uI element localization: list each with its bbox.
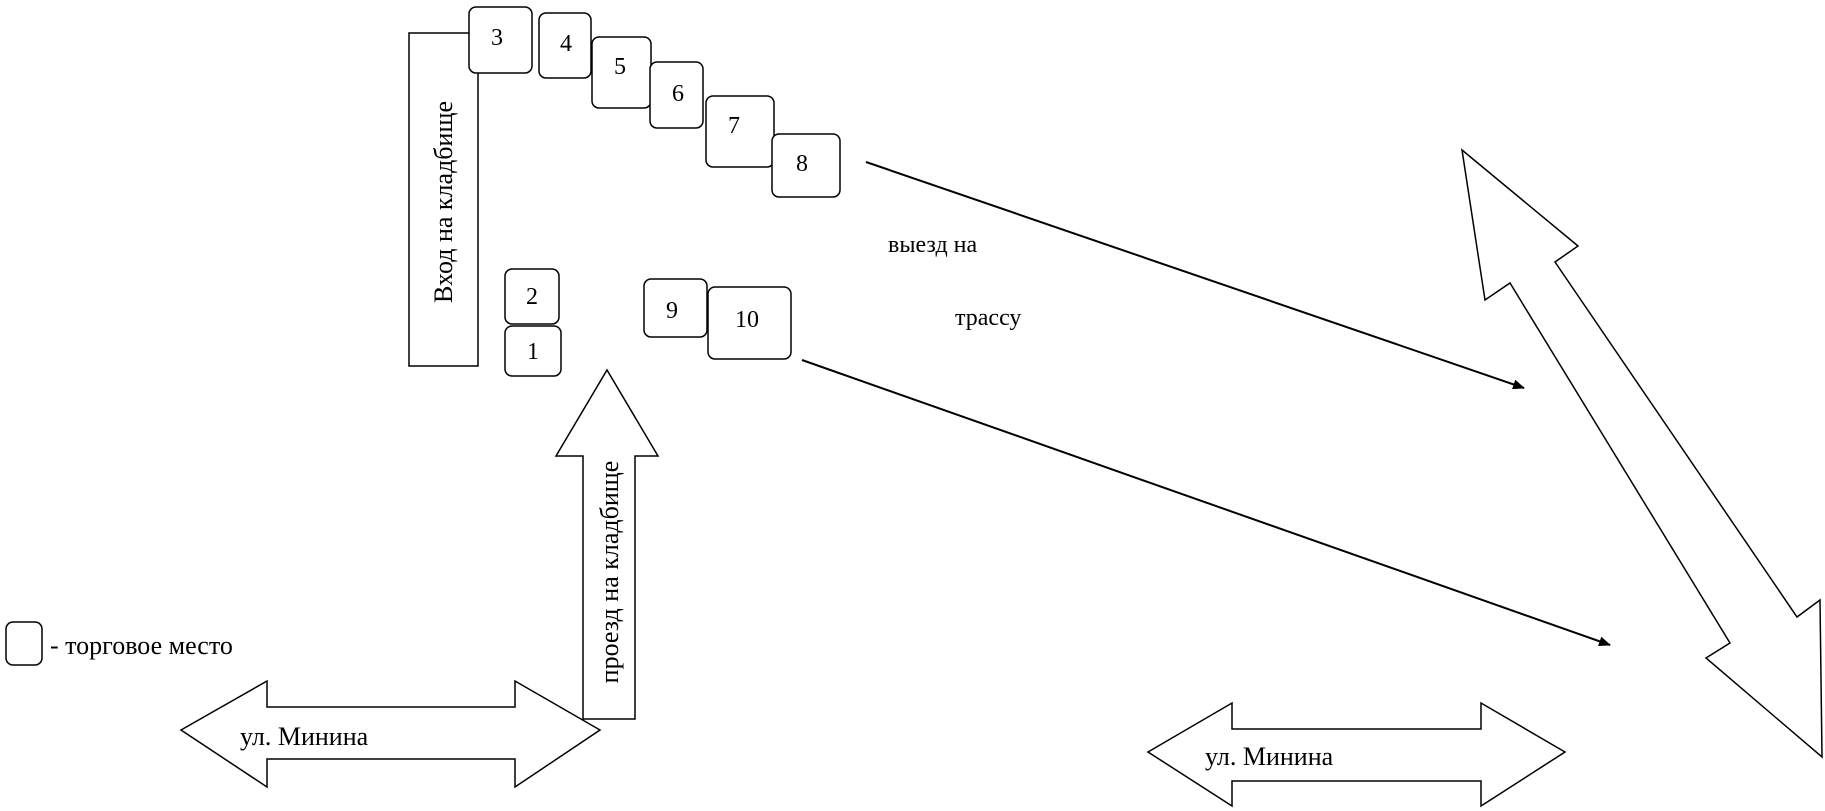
stall-number: 4 (560, 31, 572, 57)
stall-number: 8 (796, 151, 808, 177)
stall-number: 3 (491, 25, 503, 51)
exit-arrow-upper (865, 161, 1525, 390)
street-arrow-right: ул. Минина (1146, 701, 1567, 808)
stall: 5 (591, 36, 652, 109)
street-arrow-left: ул. Минина (179, 679, 602, 789)
stall: 2 (504, 268, 560, 325)
stall-number: 1 (527, 339, 539, 365)
legend-stall-icon (5, 621, 43, 666)
legend: - торговое место (5, 621, 233, 666)
stall: 10 (707, 286, 792, 360)
stall: 1 (504, 325, 562, 377)
stall-number: 2 (526, 284, 538, 310)
stall-number: 5 (614, 54, 626, 80)
entrance-label: Вход на кладбище (429, 101, 458, 303)
stall-number: 9 (666, 298, 678, 324)
stall-number: 10 (735, 307, 759, 333)
highway-arrow (1460, 148, 1823, 759)
entrance-box: Вход на кладбище (408, 32, 479, 367)
exit-arrow-lower (801, 359, 1611, 647)
stall: 3 (468, 6, 533, 74)
street-label-left: ул. Минина (240, 722, 369, 751)
stall-number: 7 (728, 113, 740, 139)
stall: 9 (643, 278, 708, 338)
driveway-label: проезд на кладбище (595, 461, 624, 684)
exit-label-line1: выезд на (888, 232, 978, 258)
street-label-right: ул. Минина (1205, 742, 1334, 771)
driveway-arrow: проезд на кладбище (554, 368, 660, 720)
stall: 6 (649, 61, 704, 129)
stall: 8 (771, 133, 841, 198)
exit-label-line2: трассу (955, 305, 1021, 331)
stall: 7 (705, 95, 775, 168)
legend-label: - торговое место (50, 631, 233, 660)
stall-number: 6 (672, 81, 684, 107)
stall: 4 (538, 12, 592, 79)
